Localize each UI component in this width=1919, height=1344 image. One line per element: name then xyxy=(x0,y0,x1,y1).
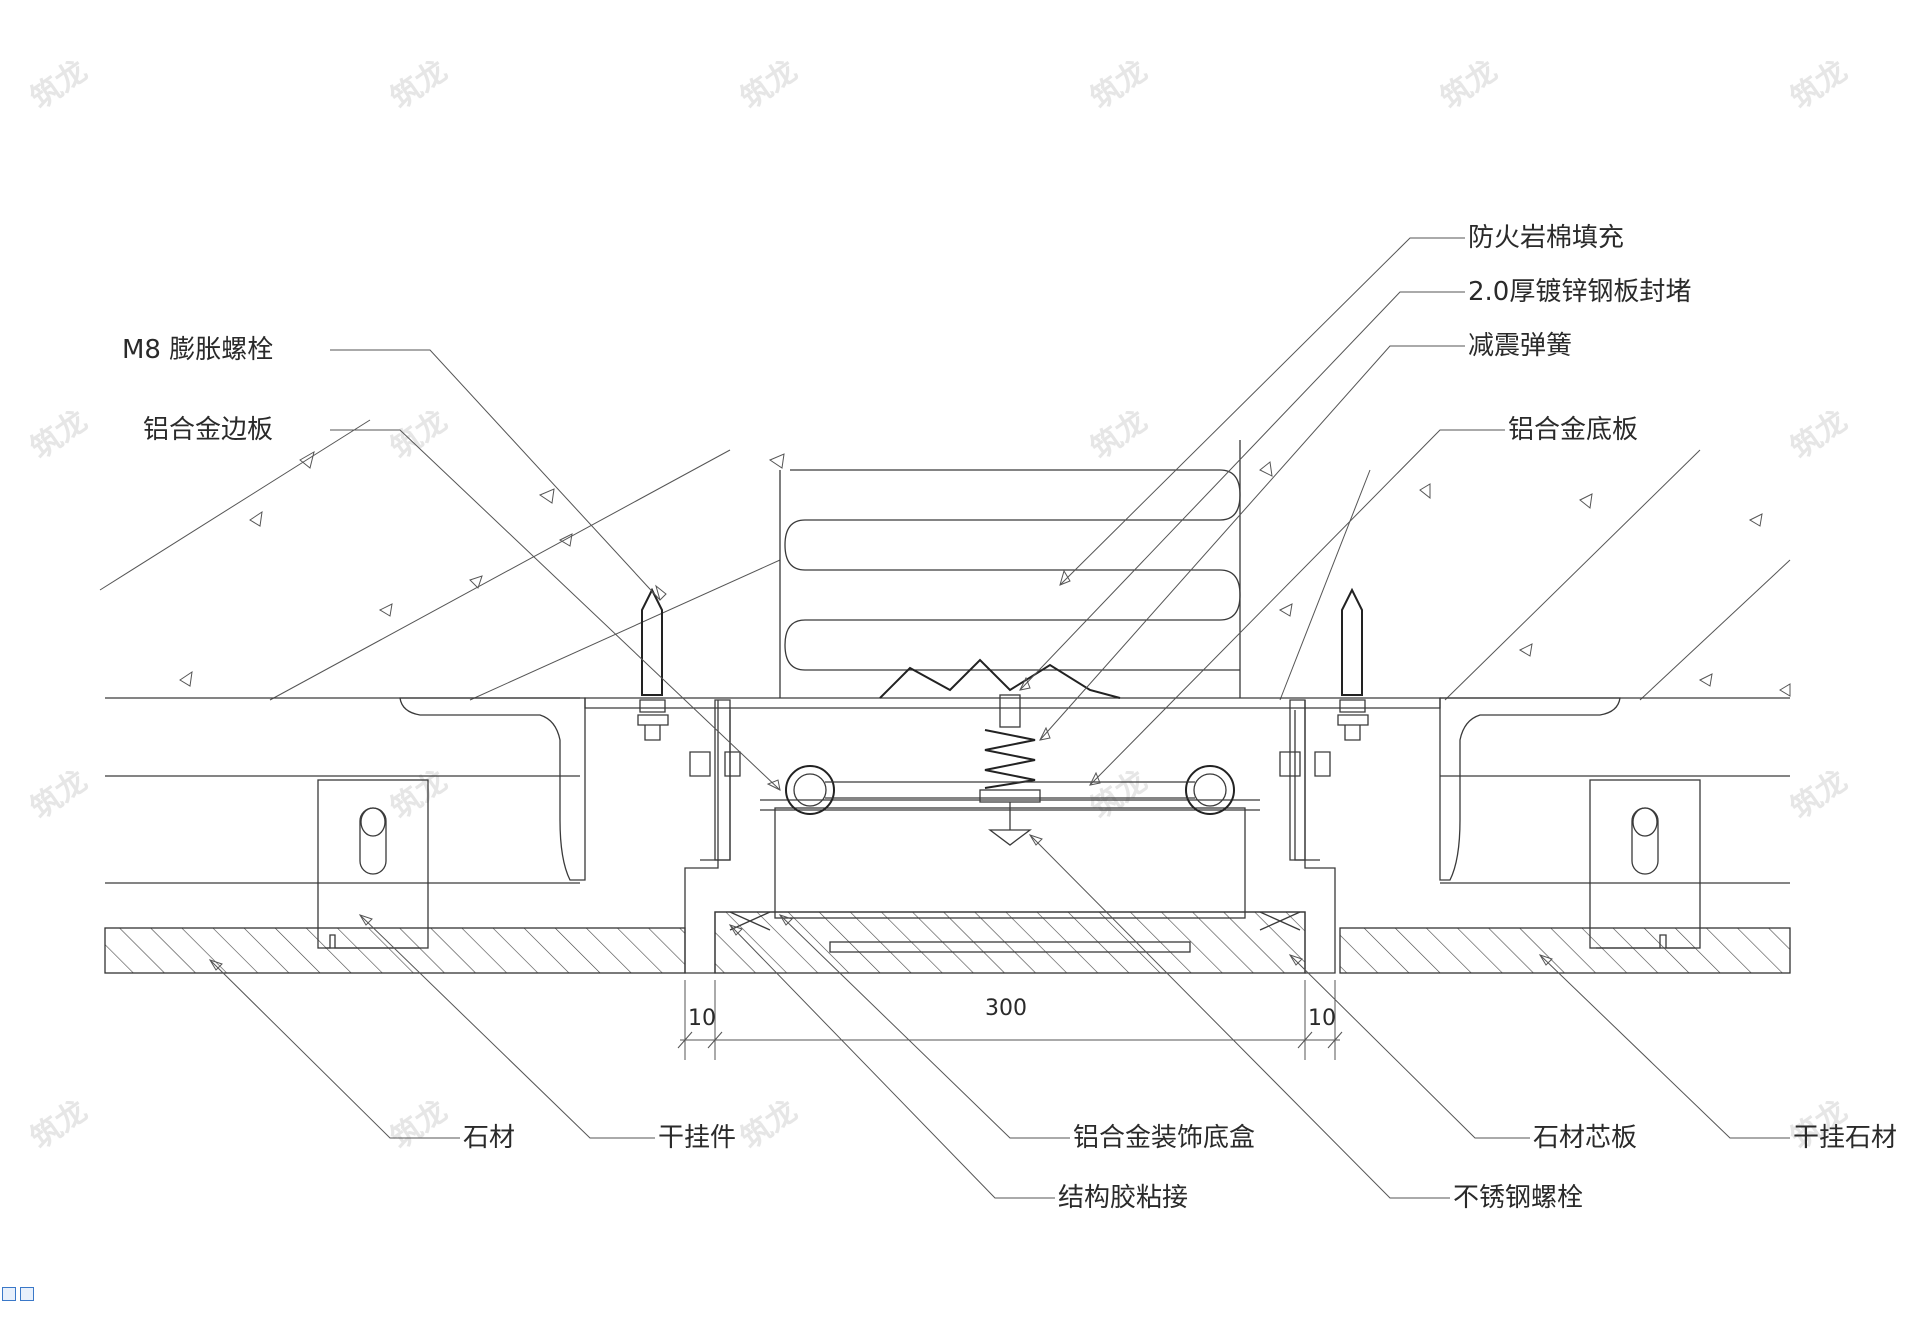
label-aluminum-edge-plate: 铝合金边板 xyxy=(143,415,273,445)
core-board-slot xyxy=(829,941,1191,953)
aluminum-edge-plate-right xyxy=(1439,697,1621,881)
watermark-text: 筑龙 xyxy=(25,53,94,116)
dry-hanging-bracket-left xyxy=(317,779,429,949)
concrete-slab xyxy=(99,419,1791,701)
dim-right-10: 10 xyxy=(1308,1006,1336,1031)
slab-edges xyxy=(105,697,1790,884)
grid-view-icon[interactable] xyxy=(2,1287,16,1301)
label-structural-adhesive: 结构胶粘接 xyxy=(1058,1183,1188,1213)
watermark-group: 筑龙筑龙筑龙筑龙筑龙筑龙筑龙筑龙筑龙筑龙筑龙筑龙筑龙筑龙筑龙筑龙筑龙筑龙 xyxy=(25,53,1854,1156)
watermark-text: 筑龙 xyxy=(1085,763,1154,826)
label-dry-hanging-stone: 干挂石材 xyxy=(1793,1123,1897,1153)
fire-rock-wool xyxy=(779,440,1241,698)
dry-hanging-bracket-right xyxy=(1589,779,1701,949)
label-stone: 石材 xyxy=(463,1123,515,1153)
angle-brackets xyxy=(714,699,1306,861)
aluminum-decorative-box xyxy=(684,700,1336,974)
dimension-lines xyxy=(677,980,1343,1060)
watermark-text: 筑龙 xyxy=(385,53,454,116)
watermark-text: 筑龙 xyxy=(1785,53,1854,116)
label-shock-spring: 减震弹簧 xyxy=(1468,331,1572,361)
layout-view-icon[interactable] xyxy=(20,1287,34,1301)
watermark-text: 筑龙 xyxy=(25,403,94,466)
expansion-bolt-left xyxy=(637,587,741,777)
watermark-text: 筑龙 xyxy=(25,1093,94,1156)
label-stainless-bolt: 不锈钢螺栓 xyxy=(1453,1183,1583,1213)
stainless-bolt-head xyxy=(988,829,1032,846)
watermark-text: 筑龙 xyxy=(25,763,94,826)
expansion-bolt-right xyxy=(1279,587,1369,777)
aluminum-base-plate xyxy=(584,697,1441,709)
label-expansion-bolt: M8 膨胀螺栓 xyxy=(122,335,273,365)
dim-center-300: 300 xyxy=(985,996,1027,1021)
watermark-text: 筑龙 xyxy=(1785,763,1854,826)
watermark-text: 筑龙 xyxy=(385,1093,454,1156)
watermark-text: 筑龙 xyxy=(735,1093,804,1156)
label-aluminum-base-plate: 铝合金底板 xyxy=(1508,415,1638,445)
watermark-text: 筑龙 xyxy=(1785,403,1854,466)
aluminum-edge-plate-left xyxy=(399,697,586,881)
watermark-text: 筑龙 xyxy=(1085,53,1154,116)
watermark-text: 筑龙 xyxy=(735,53,804,116)
galvanized-steel-seal xyxy=(879,658,1121,699)
dim-left-10: 10 xyxy=(688,1006,716,1031)
shock-absorbing-spring xyxy=(979,694,1041,846)
watermark-text: 筑龙 xyxy=(385,763,454,826)
stone-floor-left xyxy=(104,927,686,974)
stone-floor-right xyxy=(1339,927,1791,974)
rollers xyxy=(785,765,1235,815)
watermark-text: 筑龙 xyxy=(1085,403,1154,466)
label-dry-hanging-piece: 干挂件 xyxy=(658,1123,736,1153)
leader-lines xyxy=(208,237,1790,1199)
label-stone-core-board: 石材芯板 xyxy=(1533,1123,1637,1153)
watermark-text: 筑龙 xyxy=(385,403,454,466)
watermark-text: 筑龙 xyxy=(1435,53,1504,116)
label-fire-rock-wool: 防火岩棉填充 xyxy=(1468,223,1624,253)
label-galvanized-steel-seal: 2.0厚镀锌钢板封堵 xyxy=(1468,277,1691,307)
status-bar xyxy=(0,1283,40,1313)
label-decorative-box: 铝合金装饰底盒 xyxy=(1073,1123,1255,1153)
structural-adhesive-joints xyxy=(729,911,1301,931)
